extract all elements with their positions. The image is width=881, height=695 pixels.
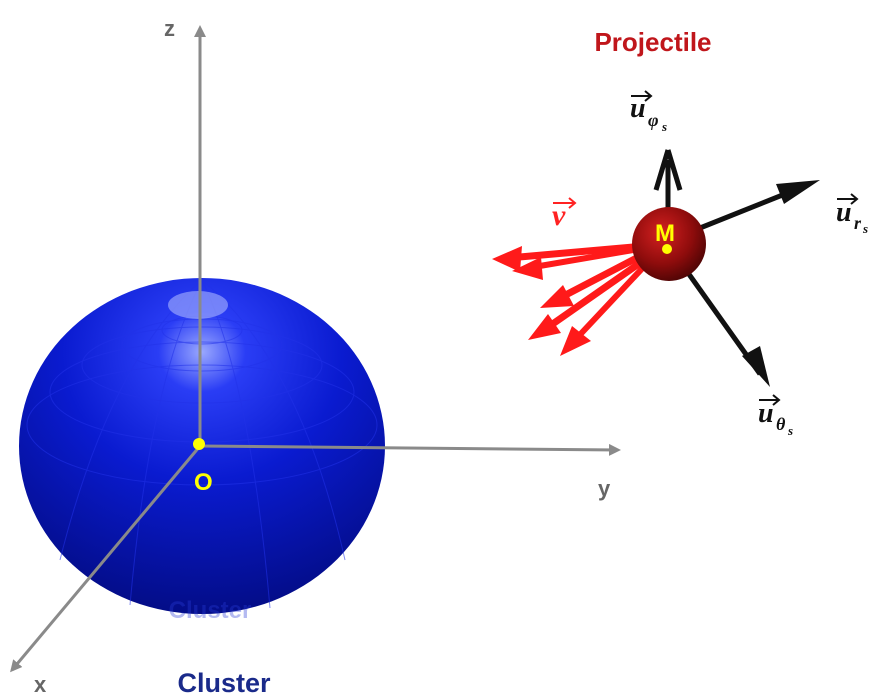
u-theta-label-subsub: s <box>787 423 793 438</box>
origin-point <box>193 438 205 450</box>
u-theta-arrow <box>683 268 770 387</box>
z-axis-label: z <box>164 16 175 41</box>
x-axis-line <box>10 445 202 673</box>
u-phi-label-sub: φ <box>648 110 659 130</box>
projectile-sphere <box>632 207 706 281</box>
velocity-label-base: v <box>552 199 566 232</box>
u-r-label-base: u <box>836 197 852 228</box>
cluster-title: Cluster <box>177 668 271 695</box>
velocity-arrow <box>528 253 653 340</box>
projectile-point-label: M <box>655 220 675 247</box>
velocity-arrow <box>540 248 650 308</box>
u-phi-label: u φ s <box>630 90 667 134</box>
u-theta-label: u θ s <box>758 394 793 438</box>
velocity-arrow <box>560 255 655 356</box>
u-theta-label-sub: θ <box>776 414 786 434</box>
origin-label: O <box>194 469 213 496</box>
u-r-arrow <box>689 180 820 235</box>
u-r-label-sub: r <box>854 213 862 233</box>
unit-vectors <box>653 149 820 387</box>
velocity-arrow <box>512 245 646 280</box>
projectile-title: Projectile <box>594 27 711 57</box>
y-axis-label: y <box>598 476 611 501</box>
u-phi-arrow <box>653 149 683 215</box>
u-theta-label-base: u <box>758 398 774 429</box>
u-r-label: u r s <box>836 193 868 236</box>
u-phi-label-subsub: s <box>661 119 667 134</box>
axes <box>10 25 621 673</box>
cluster-ghost-label: Cluster <box>169 597 252 624</box>
velocity-arrow <box>492 242 646 272</box>
velocity-arrows <box>492 242 655 356</box>
x-axis-label: x <box>34 672 47 695</box>
u-phi-label-base: u <box>630 93 646 124</box>
y-axis-line <box>199 443 621 456</box>
u-r-label-subsub: s <box>862 221 868 236</box>
projectile-point <box>662 244 672 254</box>
velocity-label: v <box>552 197 577 232</box>
